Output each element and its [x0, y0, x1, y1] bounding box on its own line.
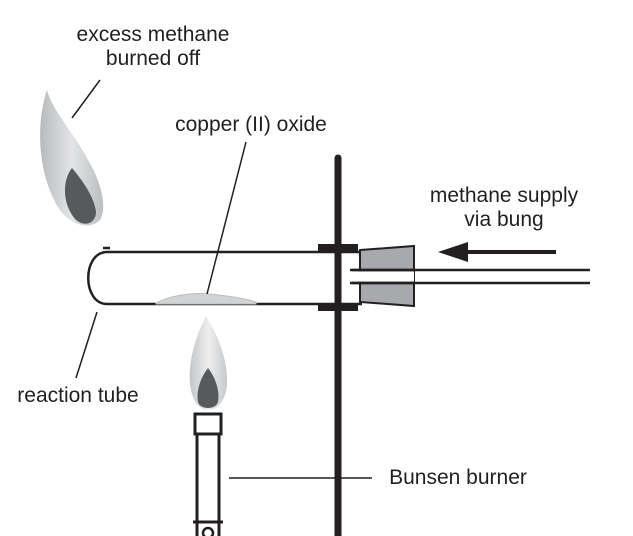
- inlet-tube: [350, 268, 590, 285]
- leader-copper-oxide: [206, 141, 247, 295]
- bunsen-flame-inner: [197, 368, 219, 408]
- label-methane-supply-line1: methane supply: [430, 184, 579, 207]
- bunsen-burner: [193, 412, 223, 536]
- leader-reaction-tube: [75, 311, 98, 379]
- label-bunsen-burner: Bunsen burner: [389, 466, 527, 489]
- burner-air-hole: [201, 526, 215, 536]
- reaction-tube: [87, 246, 362, 306]
- clamp-bottom: [318, 303, 358, 311]
- copper-oxide-powder: [155, 293, 257, 305]
- label-copper-oxide: copper (II) oxide: [175, 113, 327, 136]
- bunsen-flame: [189, 316, 228, 410]
- reaction-tube-outline: [87, 250, 362, 306]
- leader-excess-methane: [71, 79, 101, 119]
- label-reaction-tube: reaction tube: [17, 384, 138, 407]
- label-excess-methane-line2: burned off: [106, 47, 200, 70]
- label-methane-supply-line2: via bung: [464, 208, 543, 231]
- excess-flame-inner: [64, 168, 96, 224]
- methane-flow-arrow: [438, 242, 556, 262]
- burner-collar: [193, 412, 223, 436]
- excess-methane-flame: [40, 90, 104, 226]
- label-excess-methane-line1: excess methane: [77, 23, 230, 46]
- clamp-top: [318, 244, 358, 252]
